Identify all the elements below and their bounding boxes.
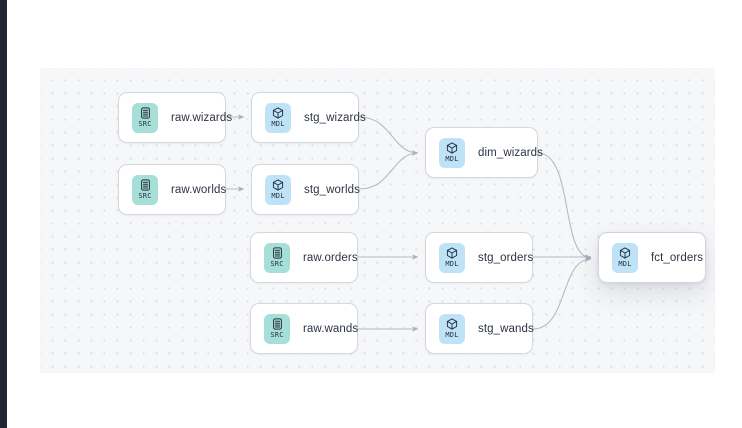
node-label: raw.wizards bbox=[171, 111, 233, 124]
badge-kind-label: SRC bbox=[270, 260, 284, 268]
node-label: raw.worlds bbox=[171, 183, 227, 196]
node-label: stg_wands bbox=[478, 322, 534, 335]
badge-kind-label: MDL bbox=[271, 120, 285, 128]
edge-stg_wands-to-fct_orders[interactable] bbox=[532, 256, 592, 330]
node-label: stg_worlds bbox=[304, 183, 360, 196]
left-rail bbox=[0, 0, 7, 428]
cube-icon bbox=[446, 142, 458, 154]
cube-icon bbox=[272, 107, 284, 119]
node-stg_wands[interactable]: MDL stg_wands bbox=[425, 303, 534, 354]
database-icon bbox=[140, 107, 151, 119]
model-badge: MDL bbox=[439, 137, 465, 168]
cube-icon bbox=[272, 179, 284, 191]
node-label: stg_wizards bbox=[304, 111, 366, 124]
badge-kind-label: SRC bbox=[138, 192, 152, 200]
badge-kind-label: SRC bbox=[138, 120, 152, 128]
source-badge: SRC bbox=[264, 313, 290, 344]
database-icon bbox=[272, 318, 283, 330]
node-label: fct_orders bbox=[651, 251, 704, 264]
model-badge: MDL bbox=[265, 174, 291, 205]
model-badge: MDL bbox=[265, 102, 291, 133]
node-label: stg_orders bbox=[478, 251, 534, 264]
badge-kind-label: SRC bbox=[270, 331, 284, 339]
badge-kind-label: MDL bbox=[618, 260, 632, 268]
cube-icon bbox=[619, 247, 631, 259]
node-stg_wizards[interactable]: MDL stg_wizards bbox=[251, 92, 366, 143]
model-badge: MDL bbox=[439, 313, 465, 344]
node-raw_wands[interactable]: SRC raw.wands bbox=[250, 303, 358, 354]
badge-kind-label: MDL bbox=[445, 331, 459, 339]
node-label: raw.wands bbox=[303, 322, 359, 335]
node-fct_orders[interactable]: MDL fct_orders bbox=[598, 232, 706, 283]
cube-icon bbox=[446, 318, 458, 330]
node-label: raw.orders bbox=[303, 251, 358, 264]
source-badge: SRC bbox=[132, 174, 158, 205]
cube-icon bbox=[446, 247, 458, 259]
model-badge: MDL bbox=[439, 242, 465, 273]
badge-kind-label: MDL bbox=[271, 192, 285, 200]
edge-dim_wizards-to-fct_orders[interactable] bbox=[537, 152, 592, 261]
node-raw_orders[interactable]: SRC raw.orders bbox=[250, 232, 358, 283]
source-badge: SRC bbox=[264, 242, 290, 273]
source-badge: SRC bbox=[132, 102, 158, 133]
node-stg_worlds[interactable]: MDL stg_worlds bbox=[251, 164, 360, 215]
node-stg_orders[interactable]: MDL stg_orders bbox=[425, 232, 533, 283]
edge-stg_worlds-to-dim_wizards[interactable] bbox=[358, 150, 419, 190]
edge-stg_wizards-to-dim_wizards[interactable] bbox=[358, 116, 419, 156]
node-dim_wizards[interactable]: MDL dim_wizards bbox=[425, 127, 543, 178]
database-icon bbox=[140, 179, 151, 191]
badge-kind-label: MDL bbox=[445, 260, 459, 268]
node-raw_worlds[interactable]: SRC raw.worlds bbox=[118, 164, 226, 215]
model-badge: MDL bbox=[612, 242, 638, 273]
node-raw_wizards[interactable]: SRC raw.wizards bbox=[118, 92, 232, 143]
badge-kind-label: MDL bbox=[445, 155, 459, 163]
node-label: dim_wizards bbox=[478, 146, 544, 159]
database-icon bbox=[272, 247, 283, 259]
